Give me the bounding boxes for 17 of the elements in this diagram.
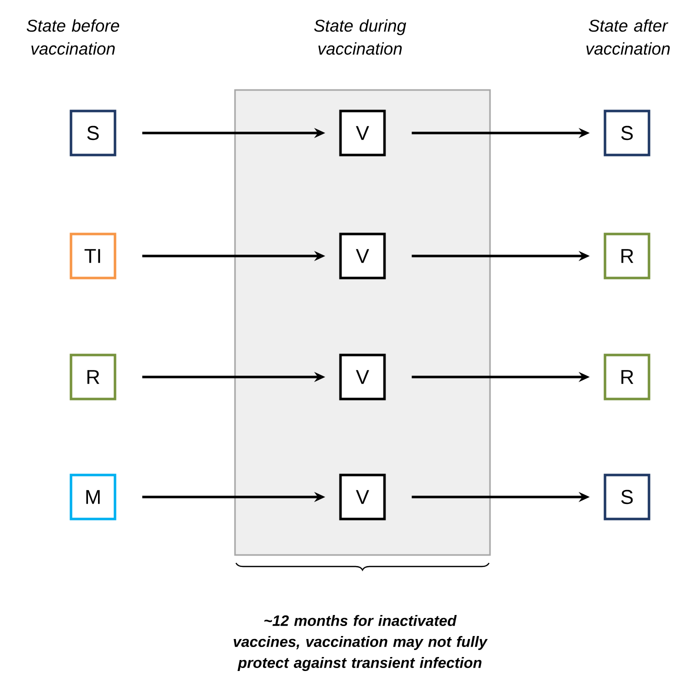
shaded-panel [234, 89, 491, 556]
state-box: V [339, 232, 386, 280]
state-box: V [339, 354, 386, 400]
state-box: V [339, 474, 386, 520]
column-heading: State after vaccination [586, 19, 670, 55]
column-heading: State before vaccination [26, 19, 120, 55]
state-box: M [70, 474, 116, 520]
state-box: S [70, 110, 116, 156]
state-box: S [604, 474, 650, 520]
state-box: TI [70, 232, 116, 280]
state-box: R [604, 354, 650, 400]
state-box: R [604, 232, 650, 280]
state-box: V [339, 110, 386, 156]
state-box: S [604, 110, 650, 156]
column-heading: State during vaccination [314, 19, 406, 55]
state-box: R [70, 354, 116, 400]
caption: ~12 months for inactivated vaccines, vaccination may not fully protect against transient infection [234, 615, 488, 671]
